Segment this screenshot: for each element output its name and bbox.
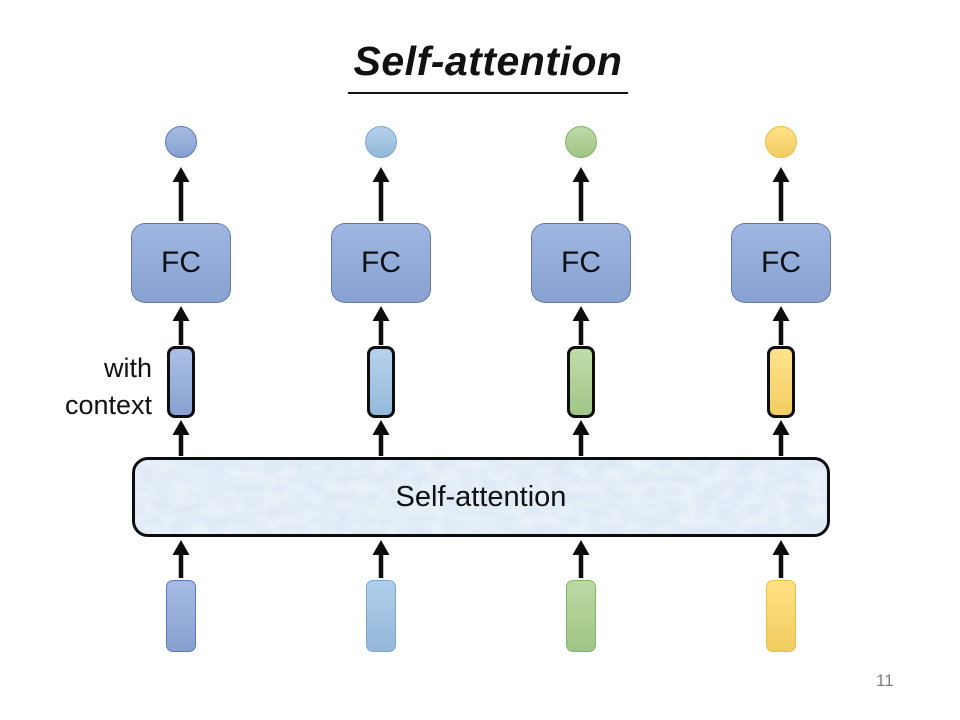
token-column-4: FC — [721, 110, 841, 662]
fc-label: FC — [161, 246, 201, 279]
fc-box: FC — [731, 223, 831, 303]
fc-box: FC — [131, 223, 231, 303]
with-context-line1: with — [103, 353, 152, 383]
fc-label: FC — [361, 246, 401, 279]
fc-label: FC — [561, 246, 601, 279]
slide-title-wrap: Self-attention — [16, 38, 960, 94]
slide-title: Self-attention — [347, 38, 629, 94]
fc-box: FC — [331, 223, 431, 303]
paper-texture — [135, 460, 827, 534]
token-column-2: FC — [321, 110, 441, 662]
context-vector — [567, 346, 595, 418]
self-attention-box: Self-attention — [132, 457, 830, 537]
output-circle — [365, 126, 397, 158]
with-context-note: with context — [30, 350, 152, 424]
token-column-1: FC — [121, 110, 241, 662]
fc-box: FC — [531, 223, 631, 303]
token-column-3: FC — [521, 110, 641, 662]
context-vector — [367, 346, 395, 418]
fc-label: FC — [761, 246, 801, 279]
input-vector — [766, 580, 796, 652]
output-circle — [565, 126, 597, 158]
input-vector — [166, 580, 196, 652]
self-attention-label: Self-attention — [395, 480, 567, 513]
output-circle — [765, 126, 797, 158]
page-number: 11 — [876, 671, 894, 690]
context-vector — [767, 346, 795, 418]
context-vector — [167, 346, 195, 418]
input-vector — [366, 580, 396, 652]
input-vector — [566, 580, 596, 652]
with-context-line2: context — [64, 390, 152, 420]
output-circle — [165, 126, 197, 158]
